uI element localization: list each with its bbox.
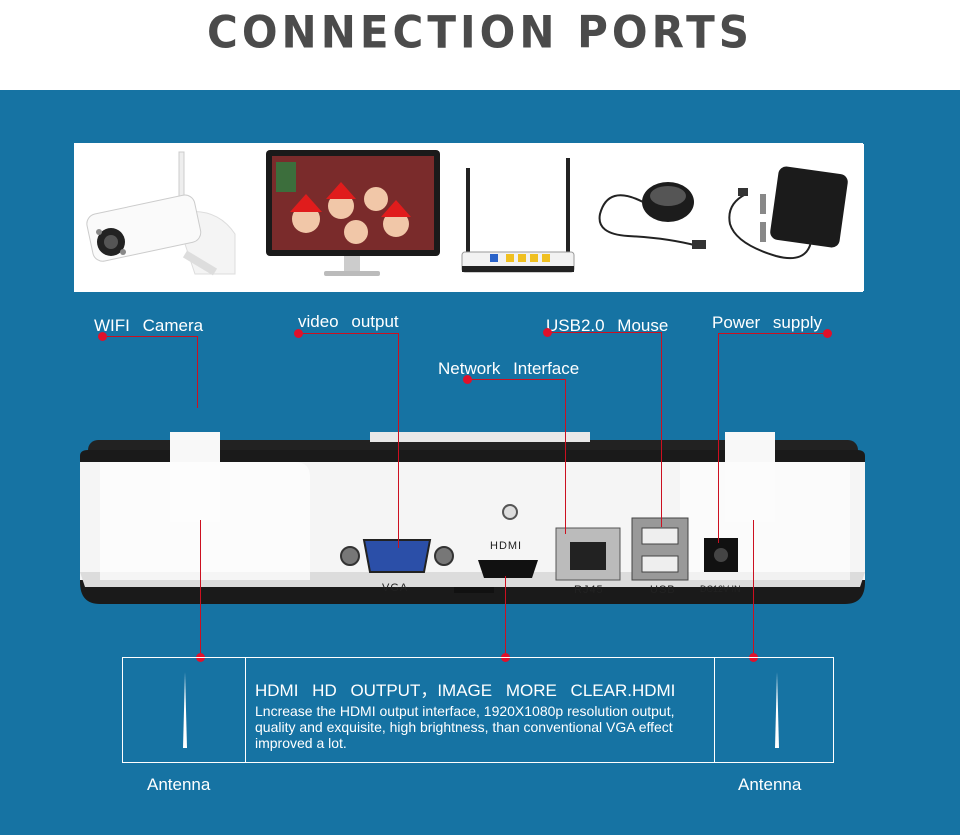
monitor-image <box>246 144 450 291</box>
callout-line <box>718 333 828 334</box>
dc-port-label: DC12V IN <box>700 584 741 594</box>
hdmi-description: HDMI HD OUTPUT，IMAGE MORE CLEAR.HDMI Lnc… <box>245 658 715 762</box>
label-wifi-camera: WIFI Camera <box>94 316 204 335</box>
antenna-label-right: Antenna <box>738 775 802 794</box>
hdmi-port-label: HDMI <box>490 540 523 552</box>
hdmi-heading: HDMI HD OUTPUT，IMAGE MORE CLEAR.HDMI <box>255 681 676 700</box>
callout-line <box>197 336 198 408</box>
device-thumbnails <box>74 143 864 292</box>
callout-line <box>505 576 506 658</box>
callout-line <box>661 332 662 527</box>
label-power-supply: Power supply <box>712 313 823 332</box>
callout-line <box>200 520 201 658</box>
label-usb-mouse: USB2.0 Mouse <box>546 316 669 335</box>
callout-line <box>565 379 566 534</box>
callout-line <box>398 333 399 548</box>
callout-line <box>467 379 565 380</box>
callout-dot <box>294 329 303 338</box>
info-box: HDMI HD OUTPUT，IMAGE MORE CLEAR.HDMI Lnc… <box>122 657 834 763</box>
nvr-device <box>80 377 865 612</box>
callout-line <box>298 333 398 334</box>
mouse-image <box>588 144 716 291</box>
antenna-label-left: Antenna <box>147 775 211 794</box>
callout-line <box>102 336 198 337</box>
label-video-output: video output <box>298 312 399 331</box>
callout-line <box>718 333 719 543</box>
usb-port-label: USB <box>650 584 676 596</box>
callout-line <box>753 520 754 658</box>
router-image <box>450 144 588 291</box>
callout-line <box>548 332 662 333</box>
callout-dot <box>543 328 552 337</box>
antenna-icon <box>183 672 187 748</box>
label-network-interface: Network Interface <box>438 359 580 378</box>
rj45-port-label: RJ45 <box>574 584 604 596</box>
title-bar: CONNECTION PORTS <box>0 0 960 90</box>
vga-port-label: VGA <box>382 582 409 594</box>
wifi-camera-image <box>75 144 246 291</box>
callout-dot <box>463 375 472 384</box>
callout-dot <box>823 329 832 338</box>
power-adapter-image <box>716 144 864 291</box>
callout-dot <box>98 332 107 341</box>
page-title: CONNECTION PORTS <box>207 6 753 59</box>
antenna-icon <box>775 672 779 748</box>
hdmi-body-text: Lncrease the HDMI output interface, 1920… <box>255 703 675 751</box>
